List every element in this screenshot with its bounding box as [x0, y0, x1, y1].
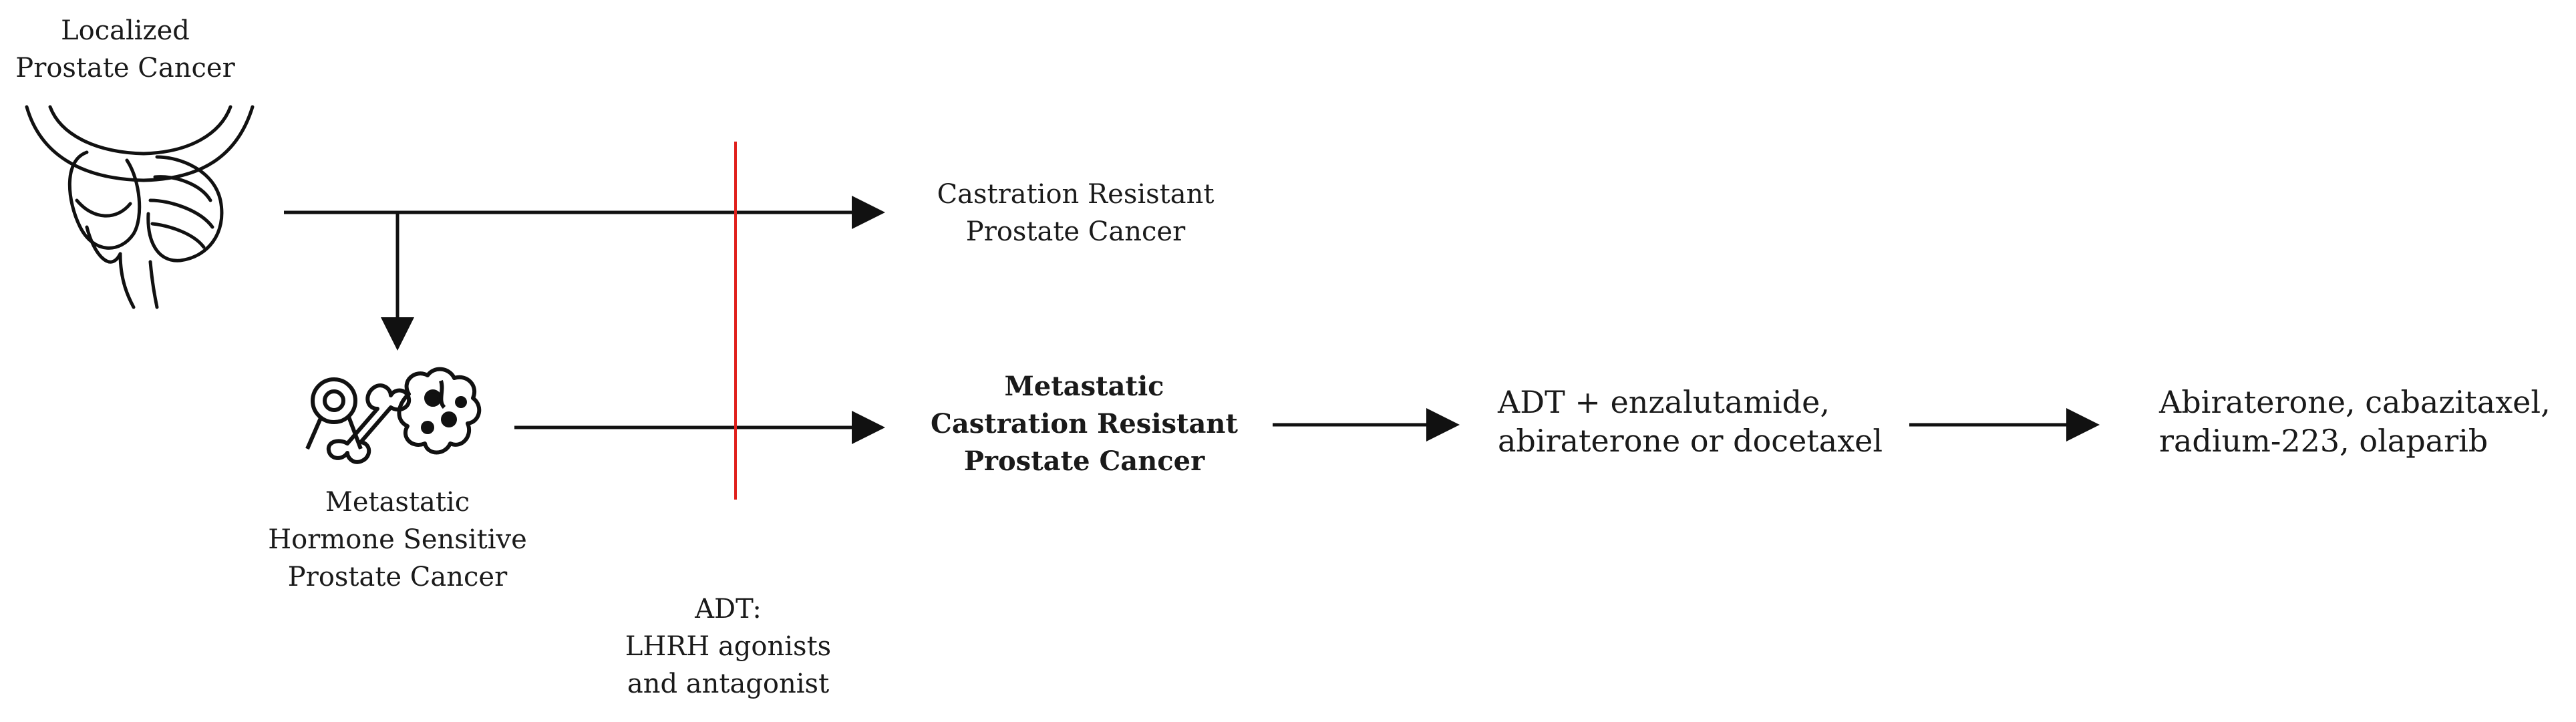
adt-line3: and antagonist	[627, 669, 830, 699]
therapy2-line2: radium-223, olaparib	[2159, 423, 2488, 459]
localized-line2: Prostate Cancer	[15, 53, 235, 83]
adt-label: ADT: LHRH agonists and antagonist	[588, 590, 868, 703]
localized-label: Localized Prostate Cancer	[10, 12, 240, 87]
therapy1-label: ADT + enzalutamide, abiraterone or docet…	[1498, 383, 1899, 460]
mcrpc-label: Metastatic Castration Resistant Prostate…	[921, 368, 1248, 480]
localized-line1: Localized	[61, 15, 190, 46]
mhspc-label: Metastatic Hormone Sensitive Prostate Ca…	[251, 484, 544, 596]
crpc-label: Castration Resistant Prostate Cancer	[925, 176, 1226, 250]
mhspc-line1: Metastatic	[325, 487, 470, 518]
prostate-icon	[25, 105, 255, 309]
bone-icon	[326, 383, 412, 464]
crpc-line2: Prostate Cancer	[965, 216, 1186, 247]
mcrpc-line3: Prostate Cancer	[963, 445, 1205, 477]
therapy2-line1: Abiraterone, cabazitaxel,	[2159, 384, 2551, 420]
cell-cluster-icon	[397, 367, 482, 455]
mhspc-line2: Hormone Sensitive	[268, 524, 527, 555]
mcrpc-line2: Castration Resistant	[931, 408, 1238, 439]
therapy1-line2: abiraterone or docetaxel	[1498, 423, 1883, 459]
adt-line1: ADT:	[695, 594, 762, 624]
mhspc-line3: Prostate Cancer	[287, 562, 508, 592]
therapy2-label: Abiraterone, cabazitaxel, radium-223, ol…	[2159, 383, 2567, 460]
crpc-line1: Castration Resistant	[937, 179, 1215, 210]
adt-line2: LHRH agonists	[625, 631, 832, 662]
therapy1-line1: ADT + enzalutamide,	[1498, 384, 1830, 420]
mcrpc-line1: Metastatic	[1004, 371, 1164, 402]
